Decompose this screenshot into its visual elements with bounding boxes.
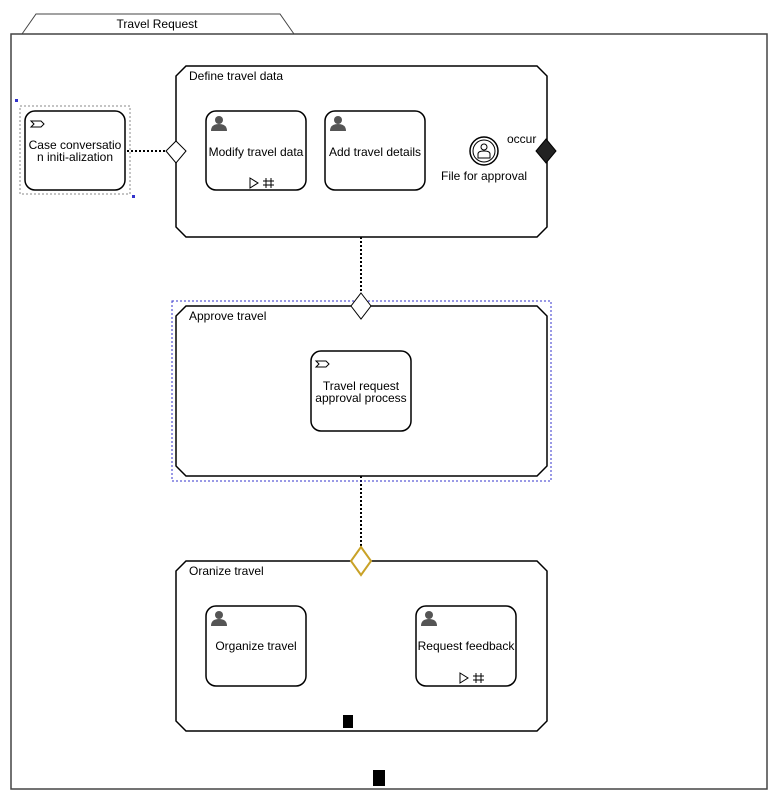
repetition-marker-icon [473, 673, 484, 683]
task-approval-process-shape[interactable] [310, 350, 412, 432]
task-request-feedback-shape[interactable] [415, 605, 517, 687]
manual-activation-marker-icon [459, 672, 469, 684]
stage-collapse-marker-icon[interactable] [343, 715, 353, 728]
human-task-icon [211, 611, 227, 626]
task-organize-label: Organize travel [215, 639, 297, 653]
process-task-icon [314, 360, 330, 368]
task-modify-label: Modify travel data [208, 145, 304, 159]
repetition-marker-icon [263, 178, 274, 188]
task-modify-shape[interactable] [205, 110, 307, 191]
stage-approve-label: Approve travel [189, 309, 267, 323]
case-plan-tab[interactable] [21, 13, 295, 35]
stage-define-label: Define travel data [189, 69, 284, 83]
stage-organize-label: Oranize travel [189, 564, 264, 578]
task-request-feedback-label: Request feedback [417, 639, 515, 653]
case-title: Travel Request [116, 17, 198, 31]
case-collapse-marker-icon[interactable] [373, 770, 385, 786]
human-task-icon [330, 116, 346, 131]
task-add-details-label: Add travel details [328, 145, 422, 159]
task-approval-process-label: Travel request approval process [315, 379, 407, 405]
manual-activation-marker-icon [249, 177, 259, 189]
process-task-icon [29, 120, 45, 128]
human-task-icon [211, 116, 227, 131]
case-plan-frame[interactable] [10, 33, 768, 790]
selection-box-case-init [19, 105, 131, 195]
stage-organize-shape[interactable] [175, 560, 548, 732]
milestone-label: File for approval [441, 169, 528, 183]
task-case-init-shape[interactable] [24, 110, 126, 191]
task-add-details-shape[interactable] [324, 110, 426, 191]
selection-handle-br[interactable] [132, 195, 135, 198]
selection-handle-tl[interactable] [15, 99, 18, 102]
milestone-trigger-label: occur [507, 132, 537, 146]
entry-sentry-define[interactable] [165, 140, 187, 164]
task-organize-shape[interactable] [205, 605, 307, 687]
entry-sentry-organize[interactable] [349, 545, 373, 577]
exit-sentry-define[interactable] [535, 138, 557, 164]
entry-sentry-approve[interactable] [350, 292, 372, 320]
human-task-icon [421, 611, 437, 626]
task-case-init-label: Case conversation initi-alization [28, 138, 122, 164]
user-event-icon [477, 143, 491, 159]
